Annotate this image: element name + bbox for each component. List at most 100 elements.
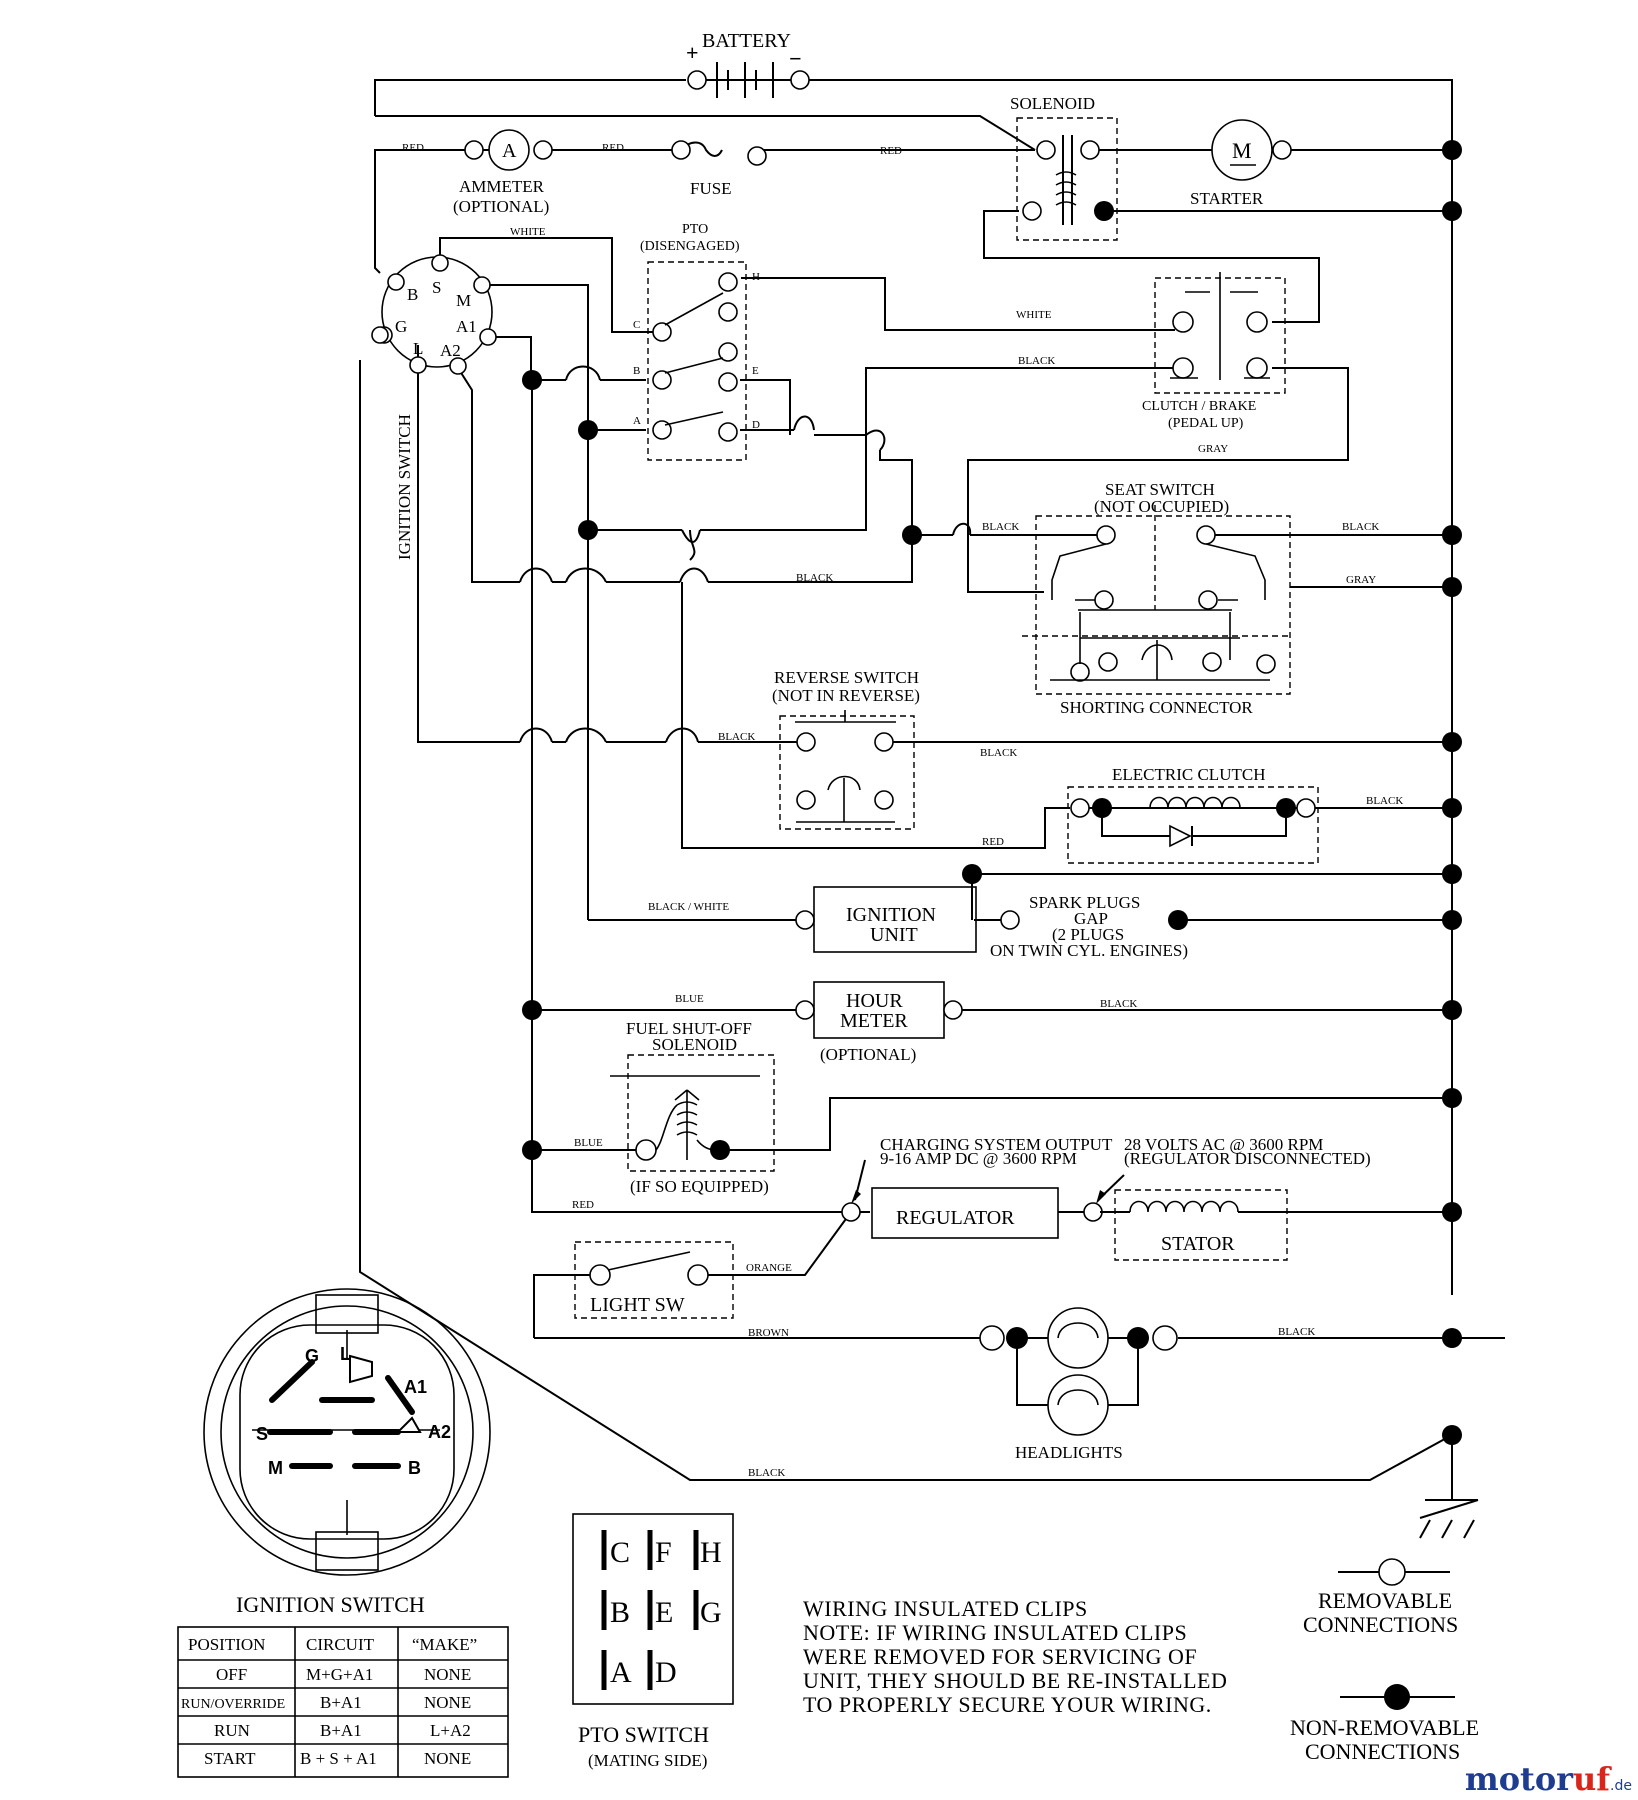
table-header-position: POSITION <box>188 1635 265 1654</box>
pto-grid-c: C <box>610 1536 630 1569</box>
headlights-label: HEADLIGHTS <box>1015 1443 1123 1462</box>
junction-dots <box>371 140 1462 1445</box>
ammeter-label: AMMETER <box>459 177 545 196</box>
regulator-label: REGULATOR <box>896 1207 1015 1229</box>
stator: STATOR <box>1100 1189 1288 1261</box>
wire-label-red-regulator: RED <box>572 1199 594 1211</box>
ignition-switch-vertical-label: IGNITION SWITCH <box>395 414 414 560</box>
wires <box>359 79 1505 1539</box>
pto-switch-mating: C F H B E G A D PTO SWITCH (MATING SIDE) <box>572 1513 734 1770</box>
ign-face-label-a1: A1 <box>404 1377 427 1397</box>
ign-term-a1: A1 <box>456 317 477 336</box>
wiring-note: WIRING INSULATED CLIPS NOTE: IF WIRING I… <box>803 1596 1227 1717</box>
solenoid-label: SOLENOID <box>1010 94 1095 113</box>
spark-plugs-label-1: SPARK PLUGS <box>1029 893 1140 912</box>
table-cell-0-1: M+G+A1 <box>306 1665 373 1684</box>
fuse-label: FUSE <box>690 179 732 198</box>
legend-nonremovable-1: NON-REMOVABLE <box>1290 1715 1479 1740</box>
reverse-switch: REVERSE SWITCH (NOT IN REVERSE) <box>772 668 920 830</box>
light-switch: LIGHT SW <box>574 1241 734 1319</box>
table-cell-1-2: NONE <box>424 1693 471 1712</box>
logo-suffix: .de <box>1610 1778 1632 1794</box>
reverse-switch-sub: (NOT IN REVERSE) <box>772 686 920 705</box>
shorting-connector-label: SHORTING CONNECTOR <box>1060 698 1253 717</box>
ignition-unit-label-1: IGNITION <box>846 904 936 926</box>
wire-label-orange: ORANGE <box>746 1262 792 1274</box>
table-cell-3-1: B + S + A1 <box>300 1749 377 1768</box>
seat-switch-sub: (NOT OCCUPIED) <box>1094 497 1229 516</box>
starter-symbol: M <box>1232 138 1252 163</box>
regulator: REGULATOR CHARGING SYSTEM OUTPUT 9-16 AM… <box>841 1135 1371 1239</box>
wire-label-black-reverse-left: BLACK <box>718 731 755 743</box>
hour-meter-optional: (OPTIONAL) <box>820 1045 916 1064</box>
table-header-make: “MAKE” <box>412 1635 477 1654</box>
pto-label: PTO <box>682 222 708 237</box>
note-line-2: NOTE: IF WIRING INSULATED CLIPS <box>803 1620 1187 1645</box>
wire-label-red-3: RED <box>880 145 902 157</box>
volts-label-1: 28 VOLTS AC @ 3600 RPM <box>1124 1135 1323 1154</box>
table-cell-2-1: B+A1 <box>320 1721 362 1740</box>
hour-meter-label-1: HOUR <box>846 990 903 1012</box>
ign-term-a2: A2 <box>440 341 461 360</box>
wire-label-black-ground: BLACK <box>748 1467 785 1479</box>
table-cell-2-2: L+A2 <box>430 1721 471 1740</box>
pto-grid-e: E <box>655 1596 673 1629</box>
ign-face-label-b: B <box>408 1458 421 1478</box>
note-line-1: WIRING INSULATED CLIPS <box>803 1596 1088 1621</box>
removable-connection-symbol <box>1378 1558 1406 1586</box>
pto-grid-b: B <box>610 1596 630 1629</box>
wire-label-blue-2: BLUE <box>574 1137 603 1149</box>
table-cell-2-0: RUN <box>214 1721 250 1740</box>
wire-label-red-1: RED <box>402 142 424 154</box>
table-cell-1-0: RUN/OVERRIDE <box>181 1697 285 1712</box>
wire-label-brown: BROWN <box>748 1327 789 1339</box>
legend-nonremovable-2: CONNECTIONS <box>1305 1739 1460 1764</box>
pto-term-a: A <box>633 415 641 427</box>
ign-face-label-l: L <box>340 1344 351 1364</box>
table-cell-0-2: NONE <box>424 1665 471 1684</box>
wire-label-red-eclutch: RED <box>982 836 1004 848</box>
ammeter: A AMMETER (OPTIONAL) <box>453 129 553 216</box>
ign-face-label-g: G <box>305 1346 319 1366</box>
pto-grid-d: D <box>655 1656 677 1689</box>
pto-term-h: H <box>752 271 760 283</box>
logo-text: motoruf.de <box>1465 1760 1632 1798</box>
wire-label-black-reverse-right: BLACK <box>980 747 1017 759</box>
motoruf-logo: motoruf.de <box>1465 1760 1632 1798</box>
fuel-shutoff-solenoid: FUEL SHUT-OFF SOLENOID (IF SO EQUIPPED) <box>610 1019 775 1196</box>
ammeter-symbol: A <box>502 140 517 162</box>
logo-accent: uf <box>1573 1760 1612 1798</box>
ign-term-s: S <box>432 278 441 297</box>
battery: BATTERY + − <box>686 30 810 98</box>
pto-switch-subtitle: (MATING SIDE) <box>588 1751 707 1770</box>
pto-switch-schematic: C B A H E D PTO (DISENGAGED) <box>633 222 760 461</box>
pto-grid-g: G <box>700 1596 722 1629</box>
solenoid: SOLENOID <box>1010 94 1118 241</box>
wire-label-blue-1: BLUE <box>675 993 704 1005</box>
ign-face-label-a2: A2 <box>428 1422 451 1442</box>
volts-label-2: (REGULATOR DISCONNECTED) <box>1124 1149 1371 1168</box>
table-cell-3-0: START <box>204 1749 256 1768</box>
wire-label-black-hour: BLACK <box>1100 998 1137 1010</box>
ign-term-m: M <box>456 291 471 310</box>
charging-label-1: CHARGING SYSTEM OUTPUT <box>880 1135 1113 1154</box>
ignition-table: POSITION CIRCUIT “MAKE” OFF M+G+A1 NONE … <box>177 1626 509 1778</box>
pto-term-d: D <box>752 419 760 431</box>
logo-main: motor <box>1465 1760 1574 1798</box>
reverse-switch-label: REVERSE SWITCH <box>774 668 919 687</box>
ignition-unit: IGNITION UNIT SPARK PLUGS GAP (2 PLUGS O… <box>795 886 1188 960</box>
note-line-5: TO PROPERLY SECURE YOUR WIRING. <box>803 1692 1212 1717</box>
wire-label-black-eclutch: BLACK <box>1366 795 1403 807</box>
ignition-switch-schematic: B S M G A1 L A2 IGNITION SWITCH <box>375 254 497 560</box>
legend-removable-2: CONNECTIONS <box>1303 1612 1458 1637</box>
connection-legend: REMOVABLE CONNECTIONS NON-REMOVABLE CONN… <box>1290 1558 1479 1764</box>
headlights: HEADLIGHTS <box>979 1307 1178 1462</box>
wire-label-black-seat-left: BLACK <box>982 521 1019 533</box>
fuel-solenoid-label-3: (IF SO EQUIPPED) <box>630 1177 769 1196</box>
table-header-circuit: CIRCUIT <box>306 1635 375 1654</box>
non-removable-connection-symbol <box>1384 1684 1410 1710</box>
light-switch-label: LIGHT SW <box>590 1294 685 1316</box>
hour-meter-label-2: METER <box>840 1010 908 1032</box>
table-cell-0-0: OFF <box>216 1665 247 1684</box>
